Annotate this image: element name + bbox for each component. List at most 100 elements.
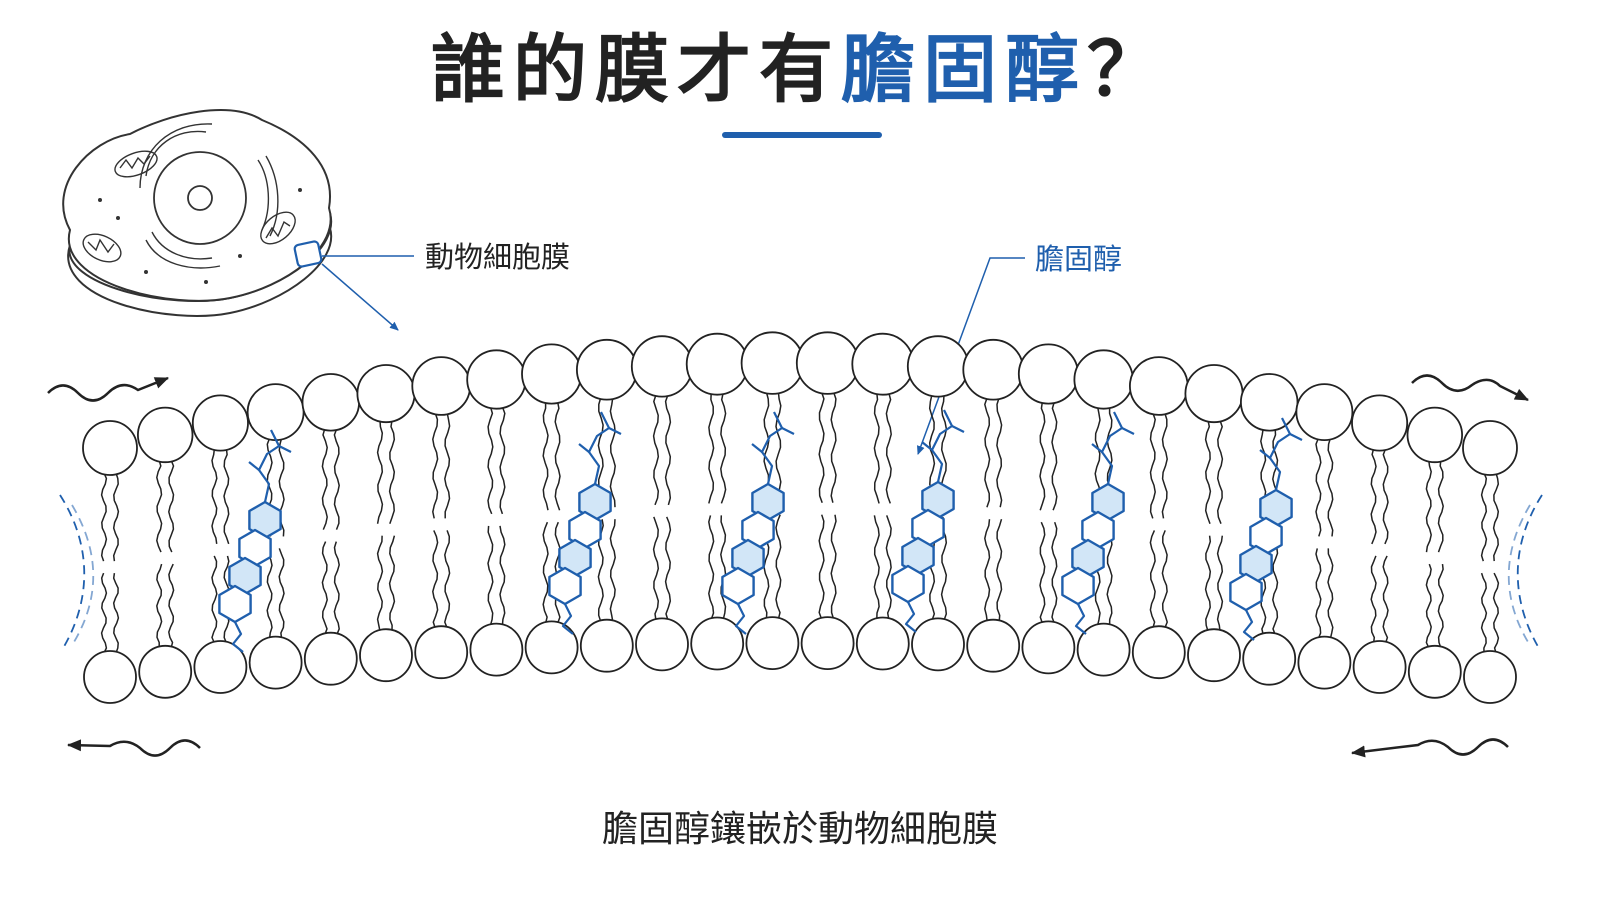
fatty-acid-tail (1370, 555, 1377, 644)
phospholipid-head (1187, 628, 1241, 683)
phospholipid-head (966, 618, 1021, 673)
steroid-ring (548, 566, 582, 606)
phospholipid-head (690, 616, 745, 671)
fatty-acid-tail (1425, 563, 1432, 649)
phospholipid-head (1239, 373, 1299, 432)
phospholipid-head (1242, 631, 1297, 686)
hydrocarbon-branch (1121, 427, 1135, 435)
mitochondrion (260, 211, 296, 245)
fatty-acid-tail (664, 516, 672, 621)
phospholipid-head (1021, 620, 1076, 675)
hydrocarbon-branch (248, 461, 260, 471)
fatty-acid-tail (885, 392, 892, 504)
phospholipid-head (1352, 640, 1407, 694)
fatty-acid-tail (333, 541, 340, 635)
steroid-ring (228, 556, 262, 596)
fatty-acid-tail (211, 555, 218, 644)
phospholipid-head (1407, 644, 1462, 699)
fatty-acid-tail (542, 401, 549, 511)
fatty-acid-tail (211, 448, 218, 544)
fatty-acid-tail (873, 515, 880, 620)
phospholipid-head (136, 406, 194, 464)
hydrocarbon-branch (751, 443, 763, 453)
fatty-acid-tail (266, 548, 273, 639)
hydrocarbon-tail (257, 429, 281, 503)
steroid-ring (1071, 538, 1105, 578)
hydroxyl-group (1074, 603, 1087, 635)
fatty-acid-tail (708, 392, 715, 504)
fatty-acid-tail (432, 530, 439, 629)
phospholipid-head (1129, 356, 1189, 416)
fatty-acid-tail (1149, 530, 1156, 629)
phospholipid-head (635, 617, 689, 672)
fatty-acid-tail (996, 518, 1003, 622)
flex-mark-left (59, 494, 86, 651)
phospholipid-head (630, 335, 694, 398)
steroid-ring (1249, 516, 1283, 556)
fatty-acid-tail (720, 515, 727, 620)
phospholipid-head (1462, 420, 1518, 476)
cholesterol-molecules (218, 409, 1303, 653)
diagram-caption: 膽固醇鑲嵌於動物細胞膜 (601, 809, 998, 850)
fatty-acid-tail (1106, 525, 1113, 626)
fatty-acid-tail (444, 530, 451, 629)
fatty-acid-tail (1149, 412, 1156, 519)
fatty-acid-tail (664, 394, 672, 506)
hydrocarbon-branch (1289, 433, 1303, 441)
fatty-acid-tail (388, 535, 396, 632)
nucleolus (187, 185, 213, 211)
motion-arrows (47, 374, 1529, 758)
fatty-acid-tail (1039, 521, 1046, 624)
flex-mark-left (71, 504, 95, 643)
hydrocarbon-branch (781, 427, 795, 435)
fatty-acid-tail (1382, 555, 1389, 644)
steroid-ring (911, 508, 945, 548)
fatty-acid-tail (1370, 448, 1377, 545)
hydrocarbon-tail (760, 411, 784, 485)
fatty-acid-tail (720, 392, 727, 504)
phospholipid-head (469, 622, 524, 677)
hydroxyl-group (904, 601, 917, 633)
fatty-acid-tail (112, 472, 120, 562)
fatty-acid-tail (100, 472, 108, 562)
fatty-acid-tail (1315, 548, 1322, 639)
phospholipid-head (524, 620, 579, 675)
title-prefix: 誰的膜才有 (431, 27, 841, 113)
phospholipid-head (685, 332, 749, 396)
wavy-arrow-top-left (47, 376, 169, 402)
phospholipid-head (911, 617, 965, 672)
phospholipid-head (301, 373, 360, 432)
fatty-acid-tail (609, 519, 616, 622)
flex-mark-right (1516, 494, 1543, 651)
phospholipid-head (411, 356, 472, 416)
phospholipid-head (1295, 383, 1354, 442)
steroid-ring (1229, 572, 1263, 612)
hydrocarbon-tail (587, 411, 611, 485)
fatty-acid-tail (609, 397, 616, 508)
phospholipid-head (1131, 625, 1186, 680)
fatty-acid-tail (1492, 472, 1500, 562)
title-suffix: ？ (1087, 27, 1169, 113)
hydroxyl-group (231, 621, 244, 653)
fatty-acid-tail (1425, 460, 1432, 553)
phospholipid-head (1463, 650, 1517, 704)
fatty-acid-tail (775, 391, 782, 503)
phospholipid-head (356, 364, 416, 424)
steroid-ring (1061, 566, 1095, 606)
fatty-acid-tail (376, 420, 384, 524)
phospholipid-head (575, 338, 638, 401)
steroid-ring (558, 538, 592, 578)
fatty-acid-tail (984, 519, 991, 622)
fatty-acid-tail (156, 460, 163, 553)
fatty-acid-tail (818, 391, 825, 503)
fatty-acid-tail (1204, 420, 1212, 524)
phospholipid-head (1017, 343, 1079, 405)
fatty-acid-tail (1382, 448, 1389, 545)
fatty-acid-tail (1216, 535, 1224, 632)
fatty-acid-tail (542, 521, 549, 624)
phospholipid-head (1406, 406, 1463, 464)
hydrocarbon-branch (921, 441, 933, 451)
fatty-acid-tail (830, 391, 837, 503)
phospholipid-head (1076, 622, 1131, 677)
fatty-acid-tail (1315, 437, 1322, 537)
